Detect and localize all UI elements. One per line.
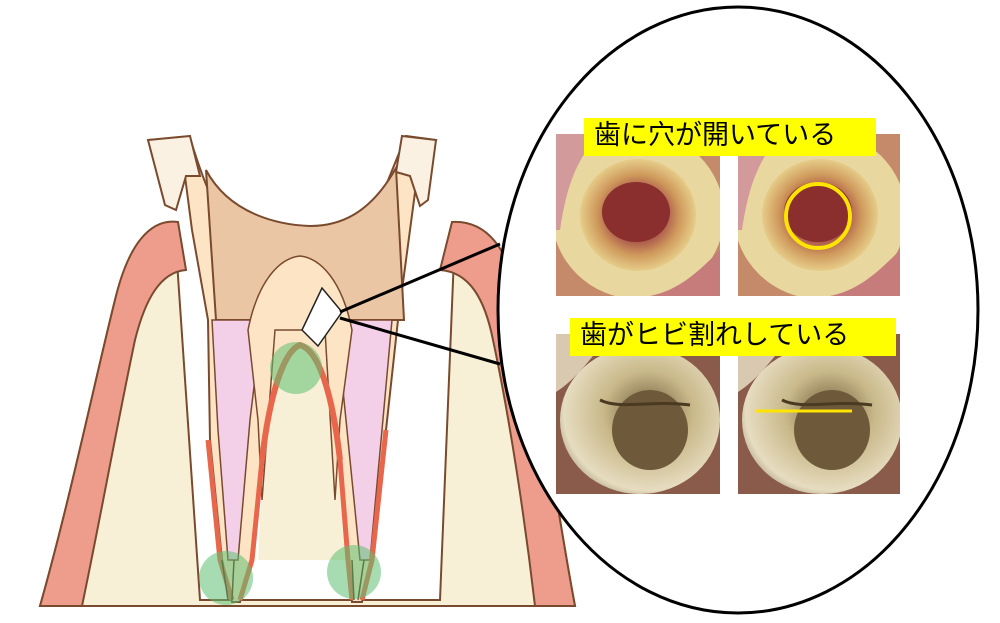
label-cavity: 歯に穴が開いている [584,118,876,156]
photo-cavity [556,134,720,296]
crown-filling [205,164,406,321]
callout-line-top [339,242,501,314]
apex-lines [221,559,365,601]
enamel-right [394,134,438,208]
infection-apex-right [327,545,381,599]
label-crack: 歯がヒビ割れしている [570,318,896,356]
magnifier-ellipse [496,5,980,615]
photo-crack-marked [738,334,900,494]
infection-apex-left [199,551,253,605]
cavity-highlight-circle [784,182,852,250]
photo-cavity-marked [738,134,900,296]
gum-left [38,220,188,607]
callout-line-bottom [339,316,501,366]
enamel-left [146,134,202,212]
photo-crack [556,334,720,494]
infection-furcation [270,342,322,394]
